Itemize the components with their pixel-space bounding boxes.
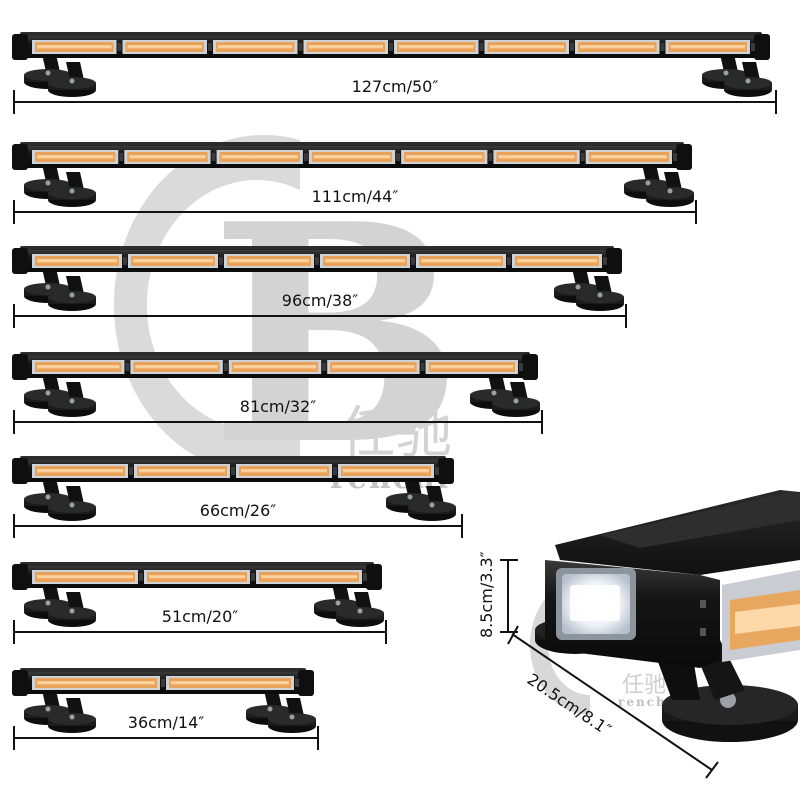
led-module: [32, 570, 143, 584]
led-module: [665, 40, 755, 54]
magnet-mount-left-rear: [48, 592, 96, 627]
size-label: 36cm/14″: [128, 713, 204, 732]
light-bar: 111cm/44″: [12, 142, 697, 224]
led-module: [484, 40, 574, 54]
light-bar: 51cm/20″: [12, 562, 387, 644]
size-label: 66cm/26″: [200, 501, 276, 520]
led-module: [338, 464, 439, 478]
led-module: [216, 150, 308, 164]
magnet-mount-left-rear: [48, 62, 96, 97]
end-cap-right: [676, 144, 692, 170]
size-label: 111cm/44″: [312, 187, 399, 206]
magnet-mount-right-rear: [336, 592, 384, 627]
end-cap-right: [522, 354, 538, 380]
detail-height-dimension: [500, 559, 518, 633]
led-module: [228, 360, 327, 374]
light-bar: 127cm/50″: [12, 32, 777, 114]
led-module: [575, 40, 665, 54]
watermark-logo-ring: [113, 135, 301, 476]
led-module: [512, 254, 607, 268]
led-module: [394, 40, 484, 54]
dimension-line: [13, 514, 463, 538]
led-module: [416, 254, 511, 268]
magnet-mount-right-rear: [724, 62, 772, 97]
led-module: [585, 150, 677, 164]
detail-depth-label: 20.5cm/8.1″: [524, 670, 615, 740]
magnet-mount-right-rear: [646, 172, 694, 207]
dimension-line: [13, 90, 777, 114]
size-label: 51cm/20″: [162, 607, 238, 626]
light-bar: 66cm/26″: [12, 456, 463, 538]
led-module: [32, 464, 133, 478]
detail-height-label: 8.5cm/3.3″: [477, 551, 496, 638]
light-bar: 81cm/32″: [12, 352, 543, 434]
end-cap-left: [12, 248, 28, 274]
watermark-brand-cn: 任驰: [340, 401, 452, 466]
led-module: [401, 150, 493, 164]
led-module: [256, 570, 367, 584]
end-cap-right: [366, 564, 382, 590]
magnet-mount-left-rear: [48, 698, 96, 733]
detail-view: 任驰 renchi 8: [477, 490, 800, 779]
led-module: [224, 254, 319, 268]
end-cap-right: [606, 248, 622, 274]
light-bar: 36cm/14″: [12, 668, 319, 750]
size-label: 96cm/38″: [282, 291, 358, 310]
led-module: [134, 464, 235, 478]
end-cap-right: [754, 34, 770, 60]
led-module: [166, 676, 299, 690]
magnet-mount-right-rear: [408, 486, 456, 521]
end-cap-left: [12, 144, 28, 170]
light-bar: 96cm/38″: [12, 246, 627, 328]
led-module: [236, 464, 337, 478]
led-module: [32, 150, 124, 164]
magnet-mount-left-rear: [48, 382, 96, 417]
light-bar-list: 127cm/50″ 111cm/44″ 96cm/38″ 81cm/32″ 66cm/2…: [12, 32, 777, 750]
led-module: [122, 40, 212, 54]
dimension-line: [13, 304, 627, 328]
led-module: [128, 254, 223, 268]
detail-depth-dimension: [507, 625, 719, 779]
led-module: [124, 150, 216, 164]
size-label: 127cm/50″: [352, 77, 439, 96]
magnet-mount-right-rear: [492, 382, 540, 417]
end-cap-left: [12, 564, 28, 590]
led-module: [32, 360, 130, 374]
end-cap-left: [12, 354, 28, 380]
end-cap-left: [12, 34, 28, 60]
end-cap-right: [438, 458, 454, 484]
led-module: [303, 40, 393, 54]
detail-watermark-brand-en: renchi: [618, 695, 673, 709]
detail-watermark-brand-cn: 任驰: [622, 673, 666, 698]
magnet-mount-left-rear: [48, 276, 96, 311]
led-module: [213, 40, 303, 54]
watermark-logo-letter: B: [210, 158, 464, 511]
led-module: [320, 254, 415, 268]
dimension-line: [13, 200, 697, 224]
magnet-mount-right-rear: [268, 698, 316, 733]
led-module: [425, 360, 523, 374]
dimension-line: [13, 620, 387, 644]
dimension-line: [13, 410, 543, 434]
led-module: [32, 676, 165, 690]
end-cap-right: [298, 670, 314, 696]
magnet-mount-left-rear: [48, 486, 96, 521]
led-module: [130, 360, 228, 374]
led-module: [493, 150, 585, 164]
dimension-line: [13, 726, 319, 750]
led-module: [308, 150, 401, 164]
magnet-mount-left-rear: [48, 172, 96, 207]
end-cap-left: [12, 670, 28, 696]
magnet-mount-right-rear: [576, 276, 624, 311]
end-cap-left: [12, 458, 28, 484]
led-module: [327, 360, 425, 374]
led-module: [144, 570, 255, 584]
size-label: 81cm/32″: [240, 397, 316, 416]
led-module: [32, 254, 127, 268]
led-module: [32, 40, 122, 54]
watermark: B 任驰 renchi: [113, 135, 464, 511]
